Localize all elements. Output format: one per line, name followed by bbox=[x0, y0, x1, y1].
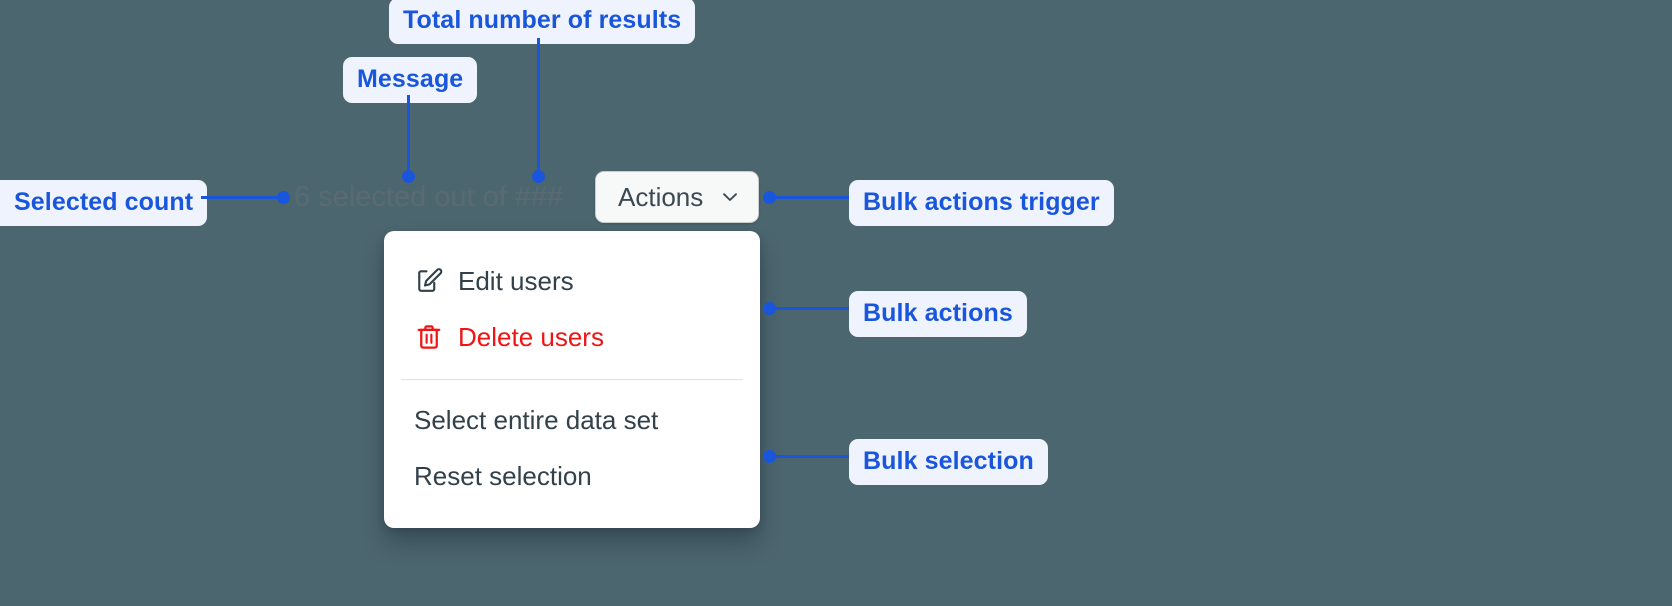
trash-icon bbox=[414, 322, 444, 352]
menu-item-reset-selection[interactable]: Reset selection bbox=[384, 448, 760, 504]
connector-line-selected-count bbox=[201, 196, 287, 199]
menu-item-select-entire-data-set[interactable]: Select entire data set bbox=[384, 392, 760, 448]
annotation-selected-count: Selected count bbox=[0, 180, 208, 226]
connector-dot-total-results bbox=[532, 170, 545, 183]
menu-item-delete-users-label: Delete users bbox=[458, 322, 604, 352]
connector-line-bulk-actions bbox=[769, 307, 853, 310]
menu-item-select-entire-data-set-label: Select entire data set bbox=[414, 405, 659, 435]
annotation-total-number-of-results: Total number of results bbox=[389, 0, 696, 44]
connector-line-total-results bbox=[537, 38, 540, 176]
bulk-actions-trigger-label: Actions bbox=[618, 182, 704, 212]
annotation-bulk-actions-trigger: Bulk actions trigger bbox=[849, 180, 1114, 226]
connector-line-bulk-selection bbox=[769, 455, 853, 458]
menu-separator bbox=[401, 379, 743, 380]
selection-summary-text: 6 selected out of ### bbox=[294, 180, 563, 215]
total-results-value: ### bbox=[514, 181, 564, 213]
connector-line-bulk-actions-trigger bbox=[769, 196, 853, 199]
selected-count-value: 6 selected out of bbox=[294, 181, 507, 213]
bulk-actions-trigger-button[interactable]: Actions bbox=[595, 171, 759, 223]
annotation-message: Message bbox=[343, 57, 478, 103]
bulk-actions-dropdown-menu: Edit users Delete users Select entire da… bbox=[384, 231, 760, 528]
connector-dot-message bbox=[402, 170, 415, 183]
pencil-square-icon bbox=[414, 266, 444, 296]
chevron-down-icon bbox=[720, 187, 740, 207]
connector-dot-selected-count bbox=[277, 191, 290, 204]
annotation-bulk-actions: Bulk actions bbox=[849, 291, 1027, 337]
menu-item-edit-users-label: Edit users bbox=[458, 266, 574, 296]
menu-item-edit-users[interactable]: Edit users bbox=[384, 253, 760, 309]
connector-line-message bbox=[407, 95, 410, 176]
annotation-bulk-selection: Bulk selection bbox=[849, 439, 1048, 485]
menu-item-reset-selection-label: Reset selection bbox=[414, 461, 592, 491]
menu-item-delete-users[interactable]: Delete users bbox=[384, 309, 760, 365]
